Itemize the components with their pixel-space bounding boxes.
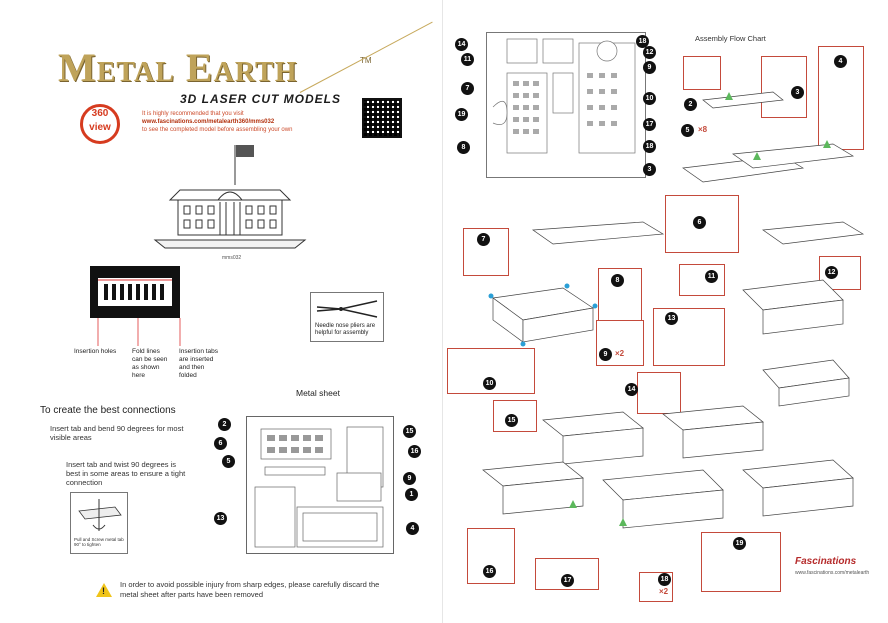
metal-sheet-title: Metal sheet [296,388,340,398]
step-11-box [679,264,725,296]
assembly-step-building-views [482,405,854,529]
legend-part-11: 11 [461,53,474,66]
step-part-19: 19 [733,537,746,550]
legend-part-3: 3 [643,163,656,176]
legend-part-9: 9 [643,61,656,74]
visit-url[interactable]: www.fascinations.com/metalearth360/mms03… [142,119,275,125]
pliers-note: Needle nose pliers are helpful for assem… [315,323,376,336]
sheet-part-6: 6 [214,437,227,450]
sheet-part-13: 13 [214,512,227,525]
part-5-multiplier: ×8 [698,125,708,134]
view-360-badge-icon: 360 view [80,104,120,144]
step-14-box [637,372,681,414]
step-part-14: 14 [625,383,638,396]
insertion-pointer-lines [97,318,181,346]
sheet-part-2: 2 [218,418,231,431]
white-house-illustration [153,145,307,249]
model-code: mms032 [222,255,242,261]
part-18-multiplier: ×2 [659,587,669,596]
connection-tip-1: Insert tab and bend 90 degrees for most … [50,424,184,442]
assembly-step-wings [742,279,850,407]
fascinations-url[interactable]: www.fascinations.com/metalearth [795,570,870,576]
insertion-illustration [90,266,180,318]
pliers-box: Needle nose pliers are helpful for assem… [310,292,384,342]
legend-part-19: 19 [455,108,468,121]
step-13-box [653,308,725,366]
sheet-part-9: 9 [403,472,416,485]
legend-part-12: 12 [643,46,656,59]
visit-recommendation: It is highly recommended that you visit … [142,110,362,134]
right-page: 14 11 7 19 8 18 12 9 10 17 18 3 Assembly… [443,0,888,623]
part-9-multiplier: ×2 [615,349,625,358]
insertion-tabs-label: Insertion tabs are inserted and then fol… [179,348,219,379]
legend-part-17: 17 [643,118,656,131]
step-part-4: 4 [834,55,847,68]
sheet-part-4: 4 [406,522,419,535]
metal-sheet-diagram [246,416,394,554]
left-page: Metal Earth TM 3D LASER CUT MODELS 360 v… [0,0,443,623]
legend-part-7: 7 [461,82,474,95]
step-part-6: 6 [693,216,706,229]
legend-part-10: 10 [643,92,656,105]
step-part-12: 12 [825,266,838,279]
fascinations-logo: Fascinations [795,556,857,567]
warning-text: In order to avoid possible injury from s… [120,580,380,599]
sheet-part-15: 15 [403,425,416,438]
warning-exclamation-icon: ! [102,586,105,596]
legend-part-18a: 18 [636,35,649,48]
step-part-9: 9 [599,348,612,361]
trademark-mark: TM [360,56,372,65]
connections-title: To create the best connections [40,405,176,416]
visit-line-1: It is highly recommended that you visit [142,111,244,117]
assembly-step-base-1 [682,91,855,183]
step-part-7: 7 [477,233,490,246]
assembly-step-6 [531,221,865,245]
legend-part-14: 14 [455,38,468,51]
step-part-16: 16 [483,565,496,578]
qr-code-icon [362,98,402,138]
sheet-part-1: 1 [405,488,418,501]
step-part-15: 15 [505,414,518,427]
warning-icon [96,583,112,597]
step-part-10: 10 [483,377,496,390]
visit-line-2: to see the completed model before assemb… [142,127,293,133]
connection-tip-2: Insert tab and twist 90 degrees is best … [66,460,186,487]
insertion-holes-label: Insertion holes [74,348,117,355]
decorative-gold-line [299,21,433,93]
parts-sheet-diagram [486,32,646,178]
fold-lines-label: Fold lines can be seen as shown here [132,348,168,379]
brand-logo: Metal Earth [58,45,298,90]
step-1-box [683,56,721,90]
sheet-part-16: 16 [408,445,421,458]
step-part-13: 13 [665,312,678,325]
sheet-part-5: 5 [222,455,235,468]
flow-chart-title: Assembly Flow Chart [695,34,766,43]
twist-illustration: Pull and Screw metal tab 90° to tighten [70,492,128,554]
step-part-2: 2 [684,98,697,111]
step-part-5: 5 [681,124,694,137]
pliers-icon [316,300,378,318]
legend-part-18b: 18 [643,140,656,153]
legend-part-8: 8 [457,141,470,154]
step-part-17: 17 [561,574,574,587]
step-part-8: 8 [611,274,624,287]
twist-note: Pull and Screw metal tab 90° to tighten [74,537,124,547]
step-part-11: 11 [705,270,718,283]
step-part-3: 3 [791,86,804,99]
step-part-18: 18 [658,573,671,586]
assembly-step-main-building [488,283,598,347]
brand-subtitle: 3D LASER CUT MODELS [180,92,342,106]
